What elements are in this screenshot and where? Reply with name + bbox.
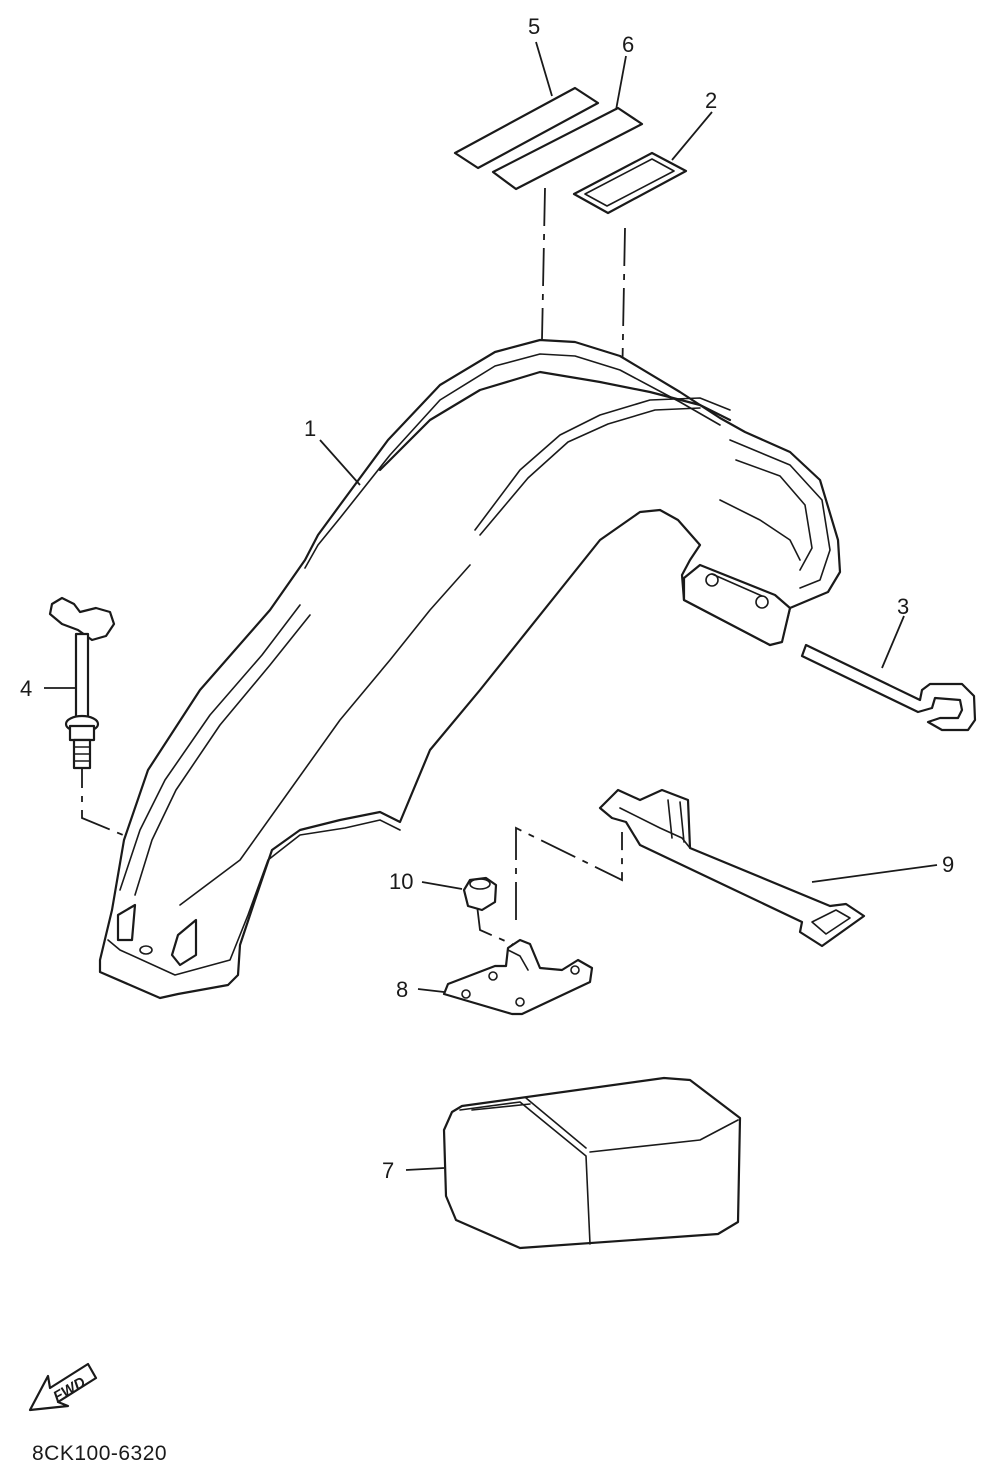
callout-1: 1 (304, 416, 316, 441)
part-6-decal (491, 106, 644, 191)
fwd-arrow-icon: FWD (28, 1362, 98, 1412)
drawing-code: 8CK100-6320 (32, 1442, 167, 1465)
part-2-seal (572, 151, 688, 215)
part-5-decal (453, 86, 600, 170)
part-3-latch-rod (800, 643, 977, 732)
callout-7: 7 (382, 1158, 394, 1183)
part-8-bracket (442, 938, 594, 1016)
leader-lines (44, 41, 938, 1171)
callout-3: 3 (897, 594, 909, 619)
part-7-box (442, 1076, 742, 1250)
callout-4: 4 (20, 676, 32, 701)
part-10-nut (462, 876, 498, 912)
callout-2: 2 (705, 88, 717, 113)
callout-9: 9 (942, 852, 954, 877)
part-4-wing-bolt (48, 596, 116, 770)
part-1-rear-fender (98, 338, 842, 1000)
part-9-strap (598, 788, 866, 948)
callout-10: 10 (389, 869, 413, 894)
callout-6: 6 (622, 32, 634, 57)
callout-5: 5 (528, 14, 540, 39)
callout-8: 8 (396, 977, 408, 1002)
callout-labels: 5 6 2 1 3 4 9 10 8 7 (20, 14, 954, 1183)
